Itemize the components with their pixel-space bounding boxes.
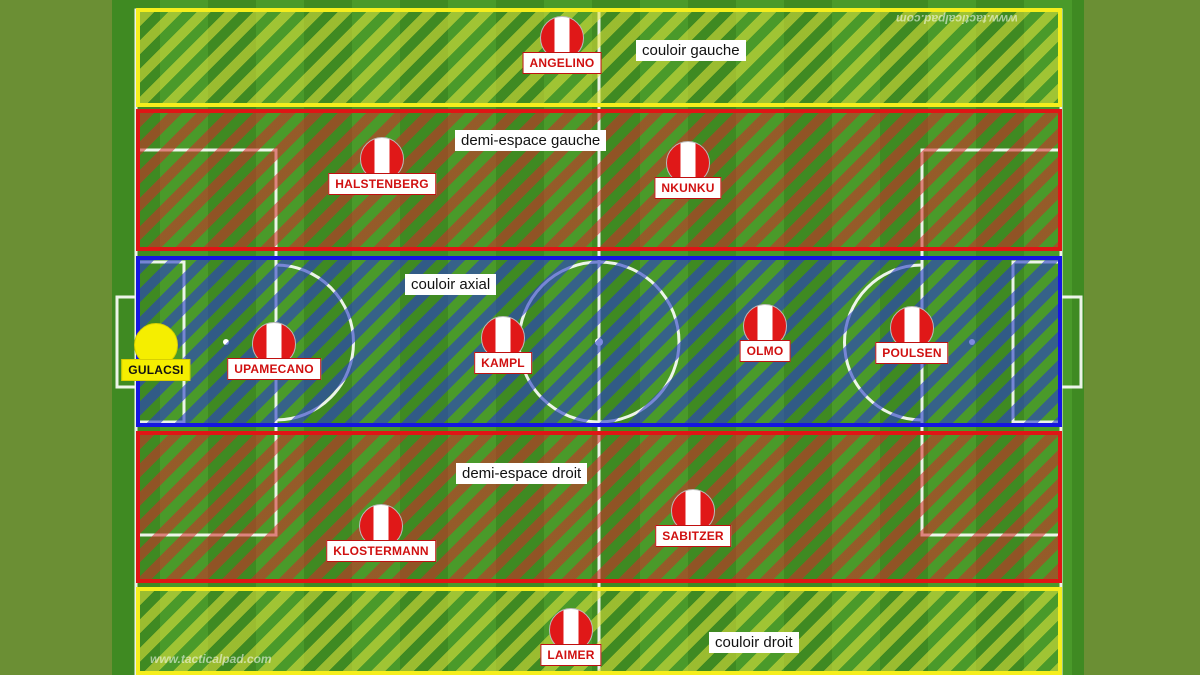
player-name: SABITZER <box>655 525 731 547</box>
label-couloir-axial: couloir axial <box>405 274 497 295</box>
player-name: UPAMECANO <box>227 358 321 380</box>
player-name: POULSEN <box>875 342 949 364</box>
label-couloir-droit: couloir droit <box>709 632 799 653</box>
right-goal <box>1059 295 1083 389</box>
player-sabitzer[interactable]: SABITZER <box>633 489 753 559</box>
label-couloir-gauche: couloir gauche <box>636 40 746 61</box>
player-gulacsi[interactable]: GULACSI <box>96 323 216 393</box>
player-name: HALSTENBERG <box>328 173 436 195</box>
player-name: GULACSI <box>121 359 191 381</box>
player-name: NKUNKU <box>654 177 722 199</box>
player-name: ANGELINO <box>522 52 602 74</box>
watermark-bottom: www.tacticalpad.com <box>150 652 272 666</box>
player-nkunku[interactable]: NKUNKU <box>628 141 748 211</box>
player-klostermann[interactable]: KLOSTERMANN <box>321 504 441 574</box>
player-olmo[interactable]: OLMO <box>705 304 825 374</box>
player-poulsen[interactable]: POULSEN <box>852 306 972 376</box>
player-name: OLMO <box>739 340 791 362</box>
watermark-top: www.tacticalpad.com <box>896 12 1018 26</box>
player-name: LAIMER <box>540 644 602 666</box>
player-laimer[interactable]: LAIMER <box>511 608 631 675</box>
player-name: KLOSTERMANN <box>326 540 436 562</box>
player-name: KAMPL <box>474 352 532 374</box>
label-demi-espace-gauche: demi-espace gauche <box>455 130 607 151</box>
player-upamecano[interactable]: UPAMECANO <box>214 322 334 392</box>
player-angelino[interactable]: ANGELINO <box>502 16 622 86</box>
label-demi-espace-droit: demi-espace droit <box>456 463 588 484</box>
player-kampl[interactable]: KAMPL <box>443 316 563 386</box>
zone-demi-espace-droit <box>136 431 1062 583</box>
player-halstenberg[interactable]: HALSTENBERG <box>322 137 442 207</box>
